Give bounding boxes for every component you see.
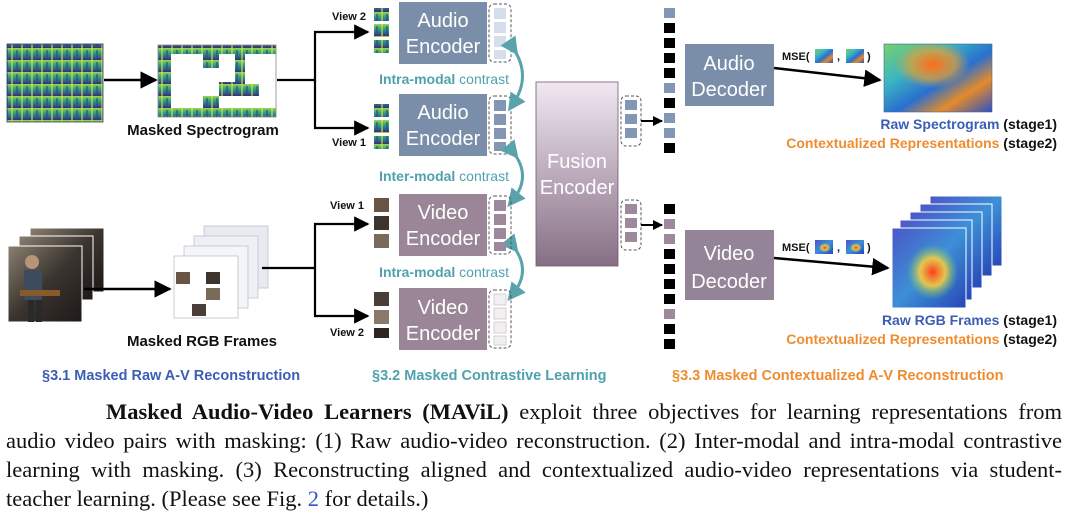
- caption-text-2: for details.): [319, 486, 429, 511]
- audio-mse-prediction-thumb: [815, 49, 833, 63]
- video-mse-label: MSE( , ): [782, 240, 871, 254]
- svg-text:Encoder: Encoder: [406, 228, 481, 250]
- audio-encoder-top: Audio Encoder: [399, 2, 487, 64]
- arrow-video-reconstruction: [773, 256, 890, 276]
- video-view2-label: View 2: [330, 327, 364, 339]
- svg-text:Audio: Audio: [417, 102, 468, 124]
- audio-view1-patches: [374, 104, 389, 149]
- svg-text:MSE(: MSE(: [782, 51, 810, 63]
- intra-audio-contrast-arrow: [500, 35, 526, 112]
- video-bottom-tokens: [488, 289, 512, 349]
- mavil-diagram: Masked Spectrogram View 2 View 1 Audio E…: [6, 2, 1057, 384]
- arrow-video-view2: [313, 268, 370, 324]
- section-3-1-label: §3.1 Masked Raw A-V Reconstruction: [42, 368, 300, 384]
- audio-decoder-input-tokens: [664, 8, 675, 153]
- audio-mse-target-thumb: [846, 49, 864, 63]
- inter-modal-contrast-arrow: [500, 139, 526, 208]
- audio-bottom-tokens: [488, 95, 512, 155]
- reconstructed-spectrogram-heatmap: [883, 43, 993, 113]
- video-view2-patches: [374, 292, 389, 338]
- audio-view2-label: View 2: [332, 11, 366, 23]
- video-output-stage1: Raw RGB Frames (stage1): [882, 312, 1057, 328]
- arrow-audio-view2: [277, 24, 370, 82]
- audio-output-stage1: Raw Spectrogram (stage1): [880, 116, 1057, 132]
- section-3-3-label: §3.3 Masked Contextualized A-V Reconstru…: [672, 368, 1003, 384]
- masked-spectrogram-image: [157, 44, 277, 118]
- svg-text:Audio: Audio: [703, 53, 754, 75]
- caption-title: Masked Audio-Video Learners (MAViL): [106, 399, 509, 424]
- fusion-encoder: Fusion Encoder: [535, 81, 619, 267]
- audio-top-tokens: [488, 3, 512, 63]
- svg-text:Decoder: Decoder: [691, 271, 767, 293]
- svg-text:Encoder: Encoder: [540, 177, 615, 199]
- intra-video-contrast-label: Intra-modal contrast: [379, 264, 509, 280]
- inter-modal-contrast-label: Inter-modal contrast: [379, 168, 509, 184]
- intra-video-contrast-arrow: [500, 233, 526, 302]
- audio-decoder: Audio Decoder: [685, 44, 774, 106]
- spectrogram-image: [6, 43, 104, 123]
- svg-text:Fusion: Fusion: [547, 151, 607, 173]
- section-3-2-label: §3.2 Masked Contrastive Learning: [372, 368, 607, 384]
- svg-text:,: ,: [837, 242, 840, 254]
- svg-text:Video: Video: [418, 297, 469, 319]
- video-view1-label: View 1: [330, 200, 364, 212]
- svg-text:Video: Video: [704, 243, 755, 265]
- svg-text:Encoder: Encoder: [406, 128, 481, 150]
- fusion-audio-tokens: [620, 95, 642, 147]
- svg-text:Decoder: Decoder: [691, 79, 767, 101]
- arrow-audio-reconstruction: [773, 66, 882, 87]
- audio-view2-patches: [374, 8, 389, 53]
- audio-output-stage2: Contextualized Representations (stage2): [786, 135, 1057, 151]
- video-decoder: Video Decoder: [685, 230, 774, 300]
- intra-audio-contrast-label: Intra-modal contrast: [379, 71, 509, 87]
- rgb-frames-stack: [7, 227, 105, 323]
- masked-spectrogram-label: Masked Spectrogram: [127, 122, 279, 139]
- svg-text:): ): [867, 242, 871, 254]
- svg-text:Encoder: Encoder: [406, 36, 481, 58]
- caption-text-1: exploit three objectives for learning re…: [6, 399, 1062, 511]
- svg-text:MSE(: MSE(: [782, 242, 810, 254]
- video-view1-patches: [374, 198, 389, 248]
- masked-rgb-frames-image: [173, 225, 269, 319]
- video-top-tokens: [488, 195, 512, 255]
- video-output-stage2: Contextualized Representations (stage2): [786, 331, 1057, 347]
- video-encoder-top: Video Encoder: [399, 194, 487, 256]
- svg-text:Video: Video: [418, 202, 469, 224]
- svg-text:,: ,: [837, 51, 840, 63]
- video-decoder-input-tokens: [664, 204, 675, 349]
- audio-mse-label: MSE( , ): [782, 49, 871, 63]
- reconstructed-frames-heatmap-stack: [891, 195, 1003, 309]
- caption-figure-link[interactable]: 2: [307, 486, 320, 511]
- video-encoder-bottom: Video Encoder: [399, 288, 487, 350]
- svg-text:): ): [867, 51, 871, 63]
- masked-rgb-frames-label: Masked RGB Frames: [127, 333, 277, 350]
- figure-caption: Masked Audio-Video Learners (MAViL) expl…: [6, 397, 1062, 513]
- audio-view1-label: View 1: [332, 137, 366, 149]
- svg-text:Audio: Audio: [417, 10, 468, 32]
- audio-encoder-bottom: Audio Encoder: [399, 94, 487, 156]
- svg-text:Encoder: Encoder: [406, 323, 481, 345]
- arrow-video-view1: [262, 216, 370, 270]
- arrow-audio-view1: [313, 80, 370, 136]
- fusion-video-tokens: [620, 199, 642, 251]
